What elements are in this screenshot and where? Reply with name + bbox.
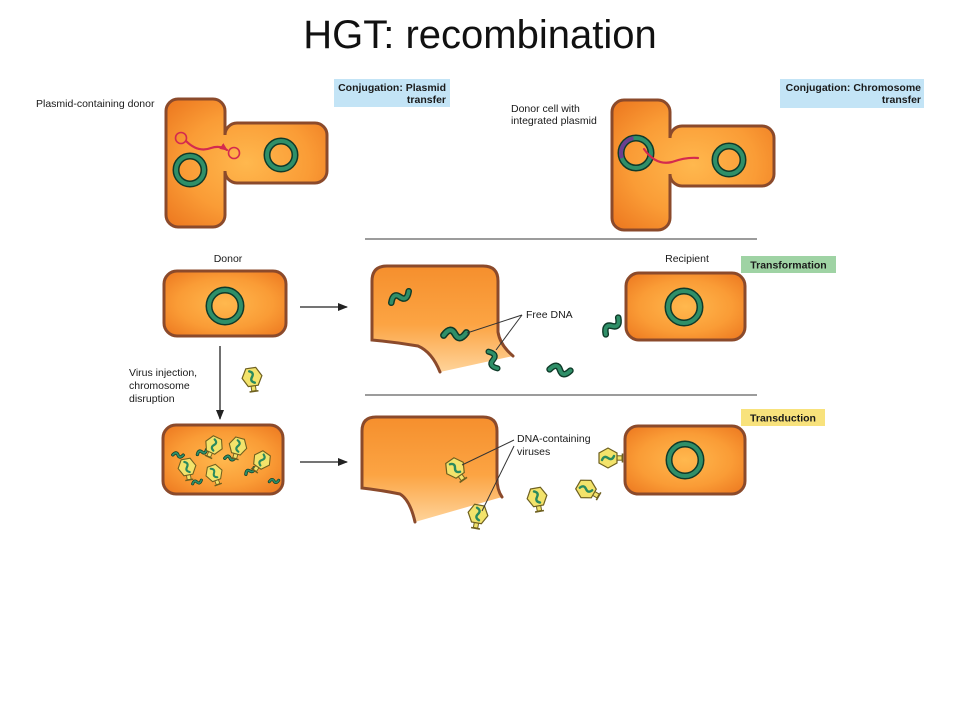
conjugation-chromosome-header-line1: Conjugation: Chromosome [786, 82, 921, 94]
donor-label: Donor [214, 253, 243, 265]
chromosome-fragment [195, 447, 209, 457]
transferred-plasmid-icon [227, 146, 241, 160]
virus-injection-label-line2: chromosome [129, 380, 190, 392]
plasmid-transfer-arrow [184, 139, 229, 152]
donor-chromosome [205, 286, 245, 326]
donor-cell [162, 269, 288, 338]
transduction-recipient-cell [623, 424, 747, 496]
free-dna-fragment [488, 351, 497, 370]
integrated-donor-label-line2: integrated plasmid [511, 115, 597, 127]
recipient-chromosome-ring-2 [711, 142, 747, 178]
transformation-header: Transformation [750, 260, 826, 272]
virus-injection-label-line1: Virus injection, [129, 367, 197, 379]
transduction-header-bg [741, 409, 825, 426]
recipient-label: Recipient [665, 253, 709, 265]
recipient-chromosome [664, 287, 704, 327]
mating-cell-pair [164, 97, 329, 229]
conjugation-plasmid-header-line2: transfer [407, 94, 446, 106]
lysed-infected-cell [360, 415, 504, 524]
attached-virus-icon [597, 446, 624, 470]
virus-icon [239, 365, 266, 394]
chromosome-fragment [190, 478, 204, 486]
transformation-panel: Transformation Donor Free DNA Recipient [162, 253, 836, 377]
transduction-recipient-chromosome [665, 440, 705, 480]
dna-viruses-label-line1: DNA-containing [517, 433, 591, 445]
chromosome-transfer-strand [642, 147, 700, 164]
donor-chromosome-ring [172, 152, 208, 188]
free-dna-label: Free DNA [526, 309, 573, 321]
entering-dna-fragment [602, 318, 622, 335]
mating-cell-pair-chromosome [610, 98, 776, 232]
virus-leader [461, 439, 515, 466]
released-virus-icon [524, 485, 551, 515]
conjugation-plasmid-header-line1: Conjugation: Plasmid [338, 82, 446, 94]
transformation-header-bg [741, 256, 836, 273]
conjugation-plasmid-header-bg [334, 79, 450, 107]
slide-title: HGT: recombination [303, 13, 656, 57]
infected-donor-cell [161, 423, 285, 496]
free-dna-fragment [550, 363, 571, 377]
released-virus-icon [464, 502, 491, 532]
released-virus-icon [572, 474, 605, 507]
conjugation-chromosome-header-line2: transfer [882, 94, 921, 106]
conjugation-plasmid-panel: Conjugation: Plasmid transfer Plasmid-co… [36, 79, 450, 229]
conjugation-chromosome-header-bg [780, 79, 924, 108]
plasmid-donor-label: Plasmid-containing donor [36, 98, 155, 110]
plasmid-icon [174, 131, 188, 145]
transduction-header: Transduction [750, 413, 816, 425]
integrated-donor-label-line1: Donor cell with [511, 103, 580, 115]
free-dna-leader [466, 314, 523, 334]
recipient-cell [624, 271, 747, 342]
integrated-plasmid-segment [619, 136, 634, 159]
integrated-plasmid-chromosome-ring [617, 134, 655, 172]
recipient-chromosome-ring [263, 137, 299, 173]
virus-injection-label-line3: disruption [129, 393, 175, 405]
transduction-panel: Transduction Virus injection, chromosome… [129, 346, 825, 532]
virus-leader [481, 445, 515, 512]
free-dna-leader [495, 314, 523, 351]
conjugation-chromosome-panel: Conjugation: Chromosome transfer Donor c… [511, 79, 924, 232]
dna-viruses-label-line2: viruses [517, 446, 550, 458]
